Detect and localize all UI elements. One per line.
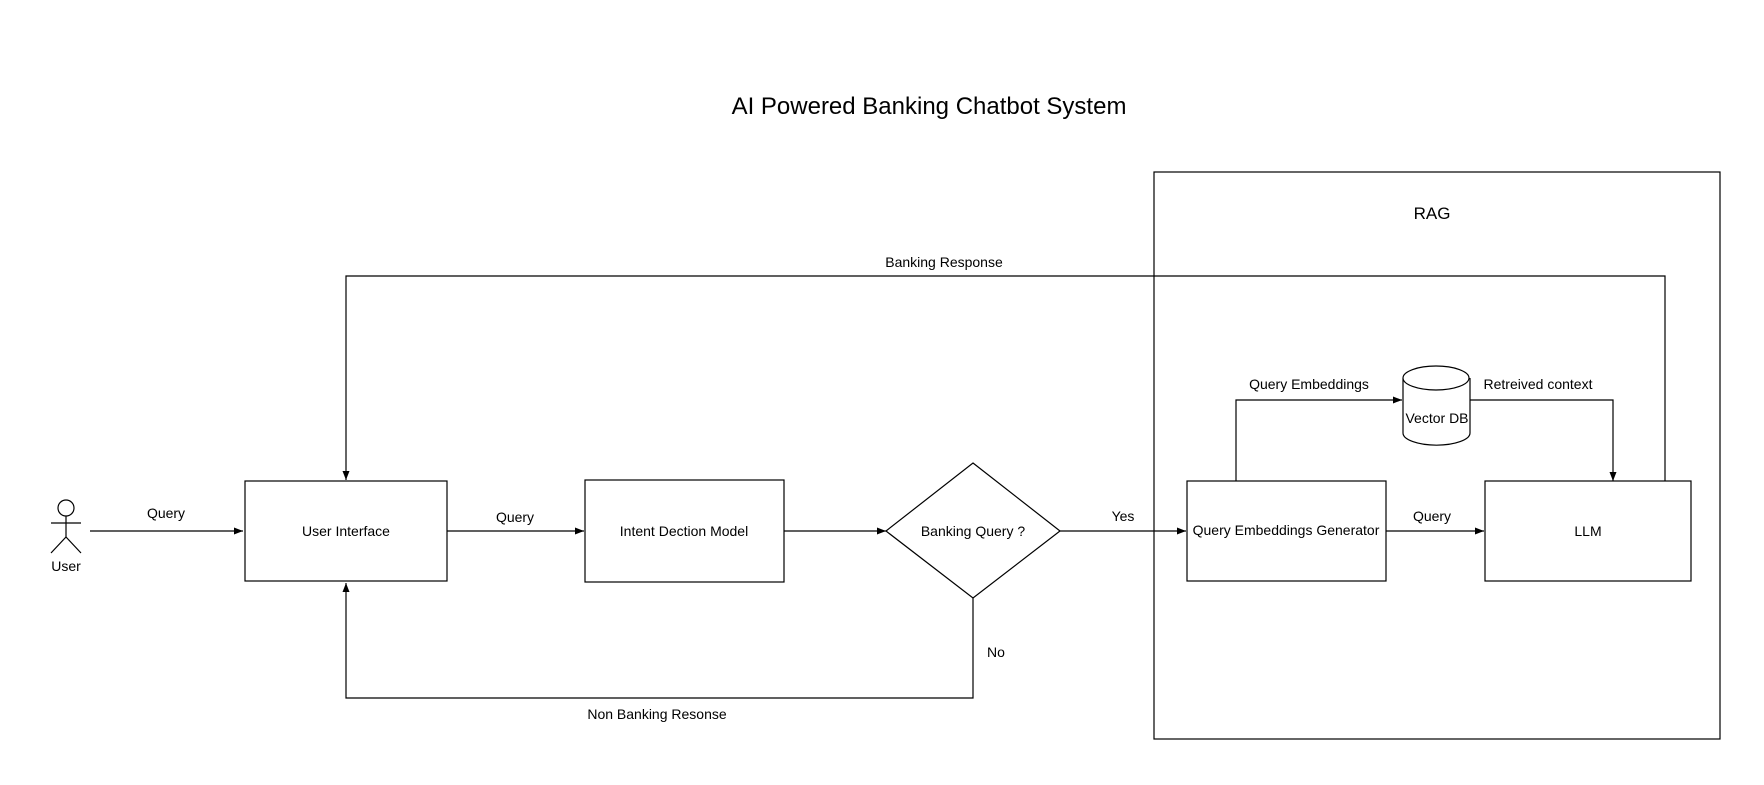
node-embeddings-generator[interactable]: Query Embeddings Generator: [1186, 480, 1387, 582]
actor-legs-icon: [50, 536, 82, 554]
rag-group-box[interactable]: [1153, 171, 1721, 740]
edge-label-non-banking-response: Non Banking Resonse: [587, 706, 727, 722]
edge-label-ui-to-intent: Query: [496, 509, 534, 525]
node-vector-db[interactable]: Vector DB: [1402, 365, 1471, 446]
edge-label-banking-response: Banking Response: [885, 254, 1003, 270]
edge-retrieved-context: [1470, 399, 1617, 481]
node-user-interface[interactable]: User Interface: [244, 480, 448, 582]
node-llm[interactable]: LLM: [1484, 480, 1692, 582]
node-decision[interactable]: Banking Query ?: [885, 462, 1061, 599]
node-intent-model-label: Intent Dection Model: [620, 523, 748, 539]
edge-label-user-to-ui: Query: [147, 505, 185, 521]
node-llm-label: LLM: [1574, 523, 1601, 539]
node-user-interface-label: User Interface: [302, 523, 390, 539]
actor-head-icon: [57, 499, 75, 517]
edge-label-embeddings-to-llm: Query: [1413, 508, 1451, 524]
diagram-title: AI Powered Banking Chatbot System: [732, 93, 1127, 120]
node-intent-model[interactable]: Intent Dection Model: [584, 479, 785, 583]
actor-label: User: [51, 558, 81, 574]
rag-group-label: RAG: [1414, 204, 1451, 223]
edge-label-retrieved-context: Retreived context: [1484, 376, 1593, 392]
edge-banking-response: [342, 275, 1666, 482]
user-actor[interactable]: User: [50, 499, 82, 574]
edge-query-embeddings: [1235, 396, 1402, 482]
node-decision-label: Banking Query ?: [921, 523, 1025, 539]
node-vector-db-label: Vector DB: [1405, 410, 1468, 426]
edge-decision-no: [342, 583, 974, 699]
edge-label-decision-yes: Yes: [1112, 508, 1135, 524]
edge-label-decision-no: No: [987, 644, 1005, 660]
edge-label-query-embeddings: Query Embeddings: [1249, 376, 1369, 392]
node-embeddings-generator-label: Query Embeddings Generator: [1193, 522, 1380, 538]
